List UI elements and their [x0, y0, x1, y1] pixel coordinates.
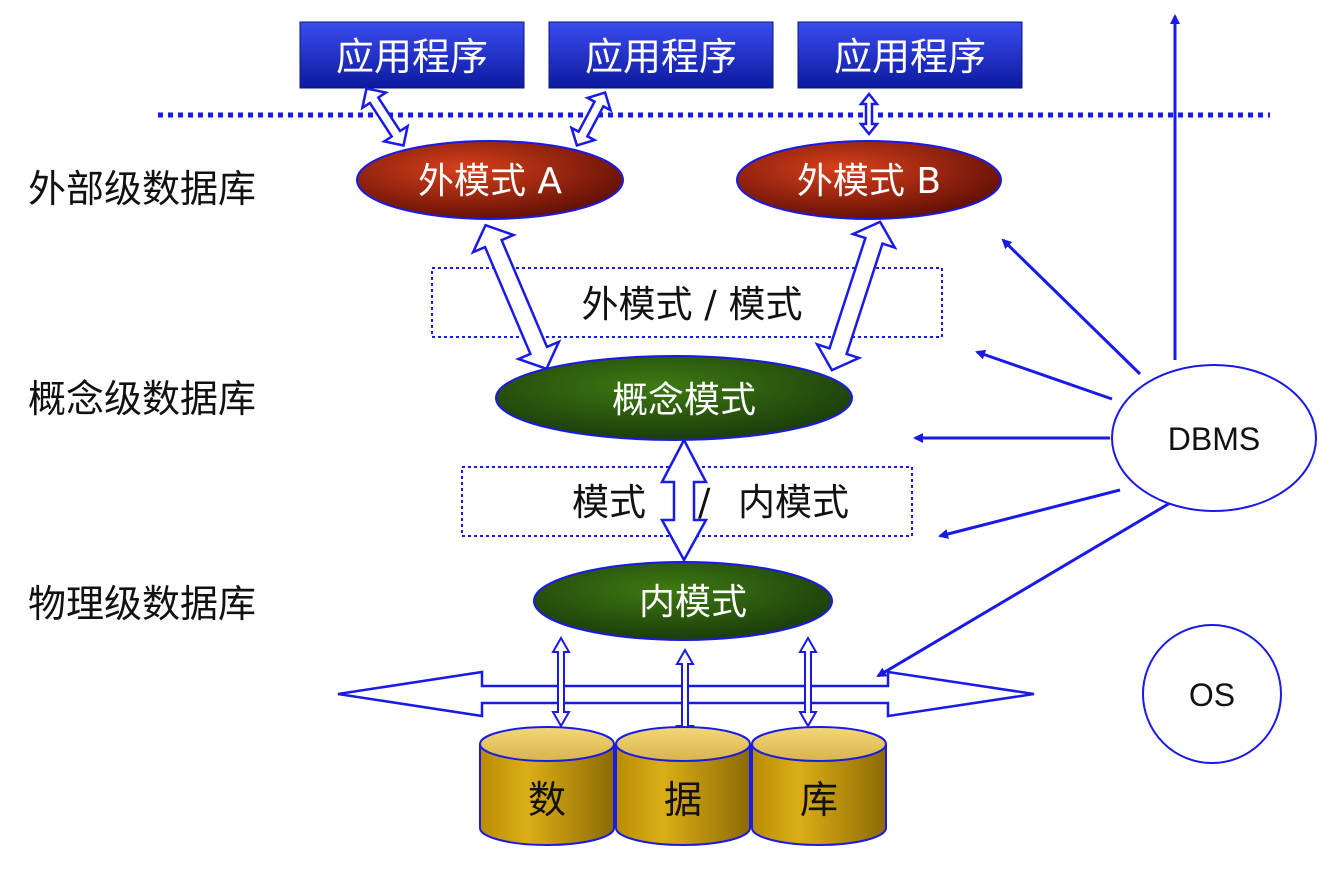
conceptual-schema-label: 概念模式	[612, 380, 756, 421]
level-label-conceptual: 概念级数据库	[28, 377, 256, 421]
app-to-external-arrows	[360, 87, 880, 148]
app-label-3: 应用程序	[834, 35, 986, 79]
external-schema-b-label: 外模式 B	[797, 161, 941, 202]
external-schema-a: 外模式 A	[356, 140, 624, 220]
application-box-2: 应用程序	[548, 21, 774, 89]
mapping-conceptual-internal-left: 模式	[572, 481, 646, 524]
storage-label-2: 据	[664, 778, 702, 822]
internal-schema-label: 内模式	[639, 582, 747, 623]
storage-label-3: 库	[800, 778, 838, 822]
storage-cylinder-3: 库	[751, 726, 887, 846]
mapping-box-external-conceptual	[431, 267, 943, 338]
app-label-2: 应用程序	[585, 35, 737, 79]
os-circle: OS	[1142, 624, 1282, 764]
mapping-text-backing-1	[566, 282, 818, 326]
level-label-external: 外部级数据库	[28, 167, 256, 211]
dbms-circle: DBMS	[1111, 364, 1317, 512]
mapping-conceptual-internal-slash: /	[698, 481, 711, 524]
level-label-physical: 物理级数据库	[28, 582, 256, 626]
os-label: OS	[1189, 677, 1235, 713]
mapping-external-conceptual-label: 外模式 / 模式	[582, 283, 803, 326]
dbms-control-arrows	[876, 14, 1180, 678]
app-label-1: 应用程序	[336, 35, 488, 79]
internal-to-storage-arrows	[551, 635, 818, 743]
internal-schema: 内模式	[533, 561, 833, 641]
dbms-label: DBMS	[1168, 421, 1260, 457]
external-schema-a-label: 外模式 A	[418, 161, 562, 202]
conceptual-schema: 概念模式	[495, 355, 853, 441]
mapping-conceptual-internal-right: 内模式	[738, 481, 849, 524]
storage-cylinder-2: 据	[615, 726, 751, 846]
application-box-1: 应用程序	[299, 21, 525, 89]
storage-label-1: 数	[528, 778, 566, 822]
storage-cylinder-1: 数	[479, 726, 615, 846]
application-box-3: 应用程序	[797, 21, 1023, 89]
external-schema-b: 外模式 B	[736, 140, 1002, 220]
conceptual-to-internal-arrow	[659, 437, 709, 563]
